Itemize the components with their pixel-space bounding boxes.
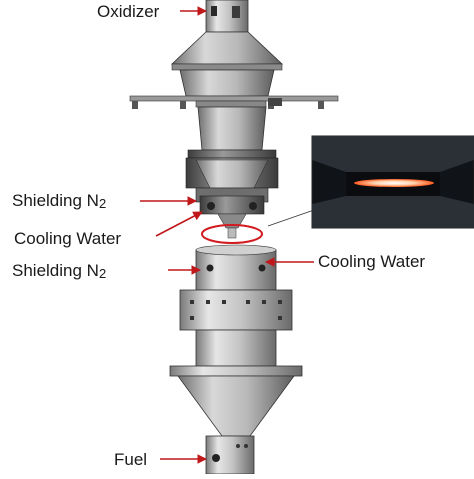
shielding-n2-lower-label: Shielding N2 <box>12 261 107 281</box>
flame-photo-leader-line <box>267 209 315 227</box>
shielding-n2-upper-subscript: 2 <box>98 196 107 211</box>
exit-highlight-ellipse <box>201 224 263 244</box>
cooling-water-left-label: Cooling Water <box>14 230 121 247</box>
flame <box>354 179 434 187</box>
shielding-n2-upper-text: Shielding N <box>12 191 99 210</box>
oxidizer-inlet-pipe <box>205 0 249 33</box>
combustor-body <box>185 100 279 189</box>
shielding-n2-upper-label: Shielding N2 <box>12 191 107 211</box>
upper-cone <box>170 31 284 97</box>
shielding-n2-lower-text: Shielding N <box>12 261 99 280</box>
fuel-inlet-assembly <box>177 375 295 475</box>
burner-head <box>195 187 269 239</box>
cooling-water-right-label: Cooling Water <box>318 253 425 270</box>
fuel-label-text: Fuel <box>114 450 148 469</box>
flame-photo-inset <box>311 135 474 229</box>
shielding-n2-lower-subscript: 2 <box>98 266 107 281</box>
oxidizer-label-text: Oxidizer <box>97 2 160 21</box>
cooling-water-right-text: Cooling Water <box>318 252 426 271</box>
cooling-water-left-text: Cooling Water <box>14 229 122 248</box>
lower-cylinder <box>169 244 303 377</box>
cooling-water-left-arrow <box>155 211 203 237</box>
oxidizer-label: Oxidizer <box>97 3 159 20</box>
fuel-label: Fuel <box>114 451 147 468</box>
